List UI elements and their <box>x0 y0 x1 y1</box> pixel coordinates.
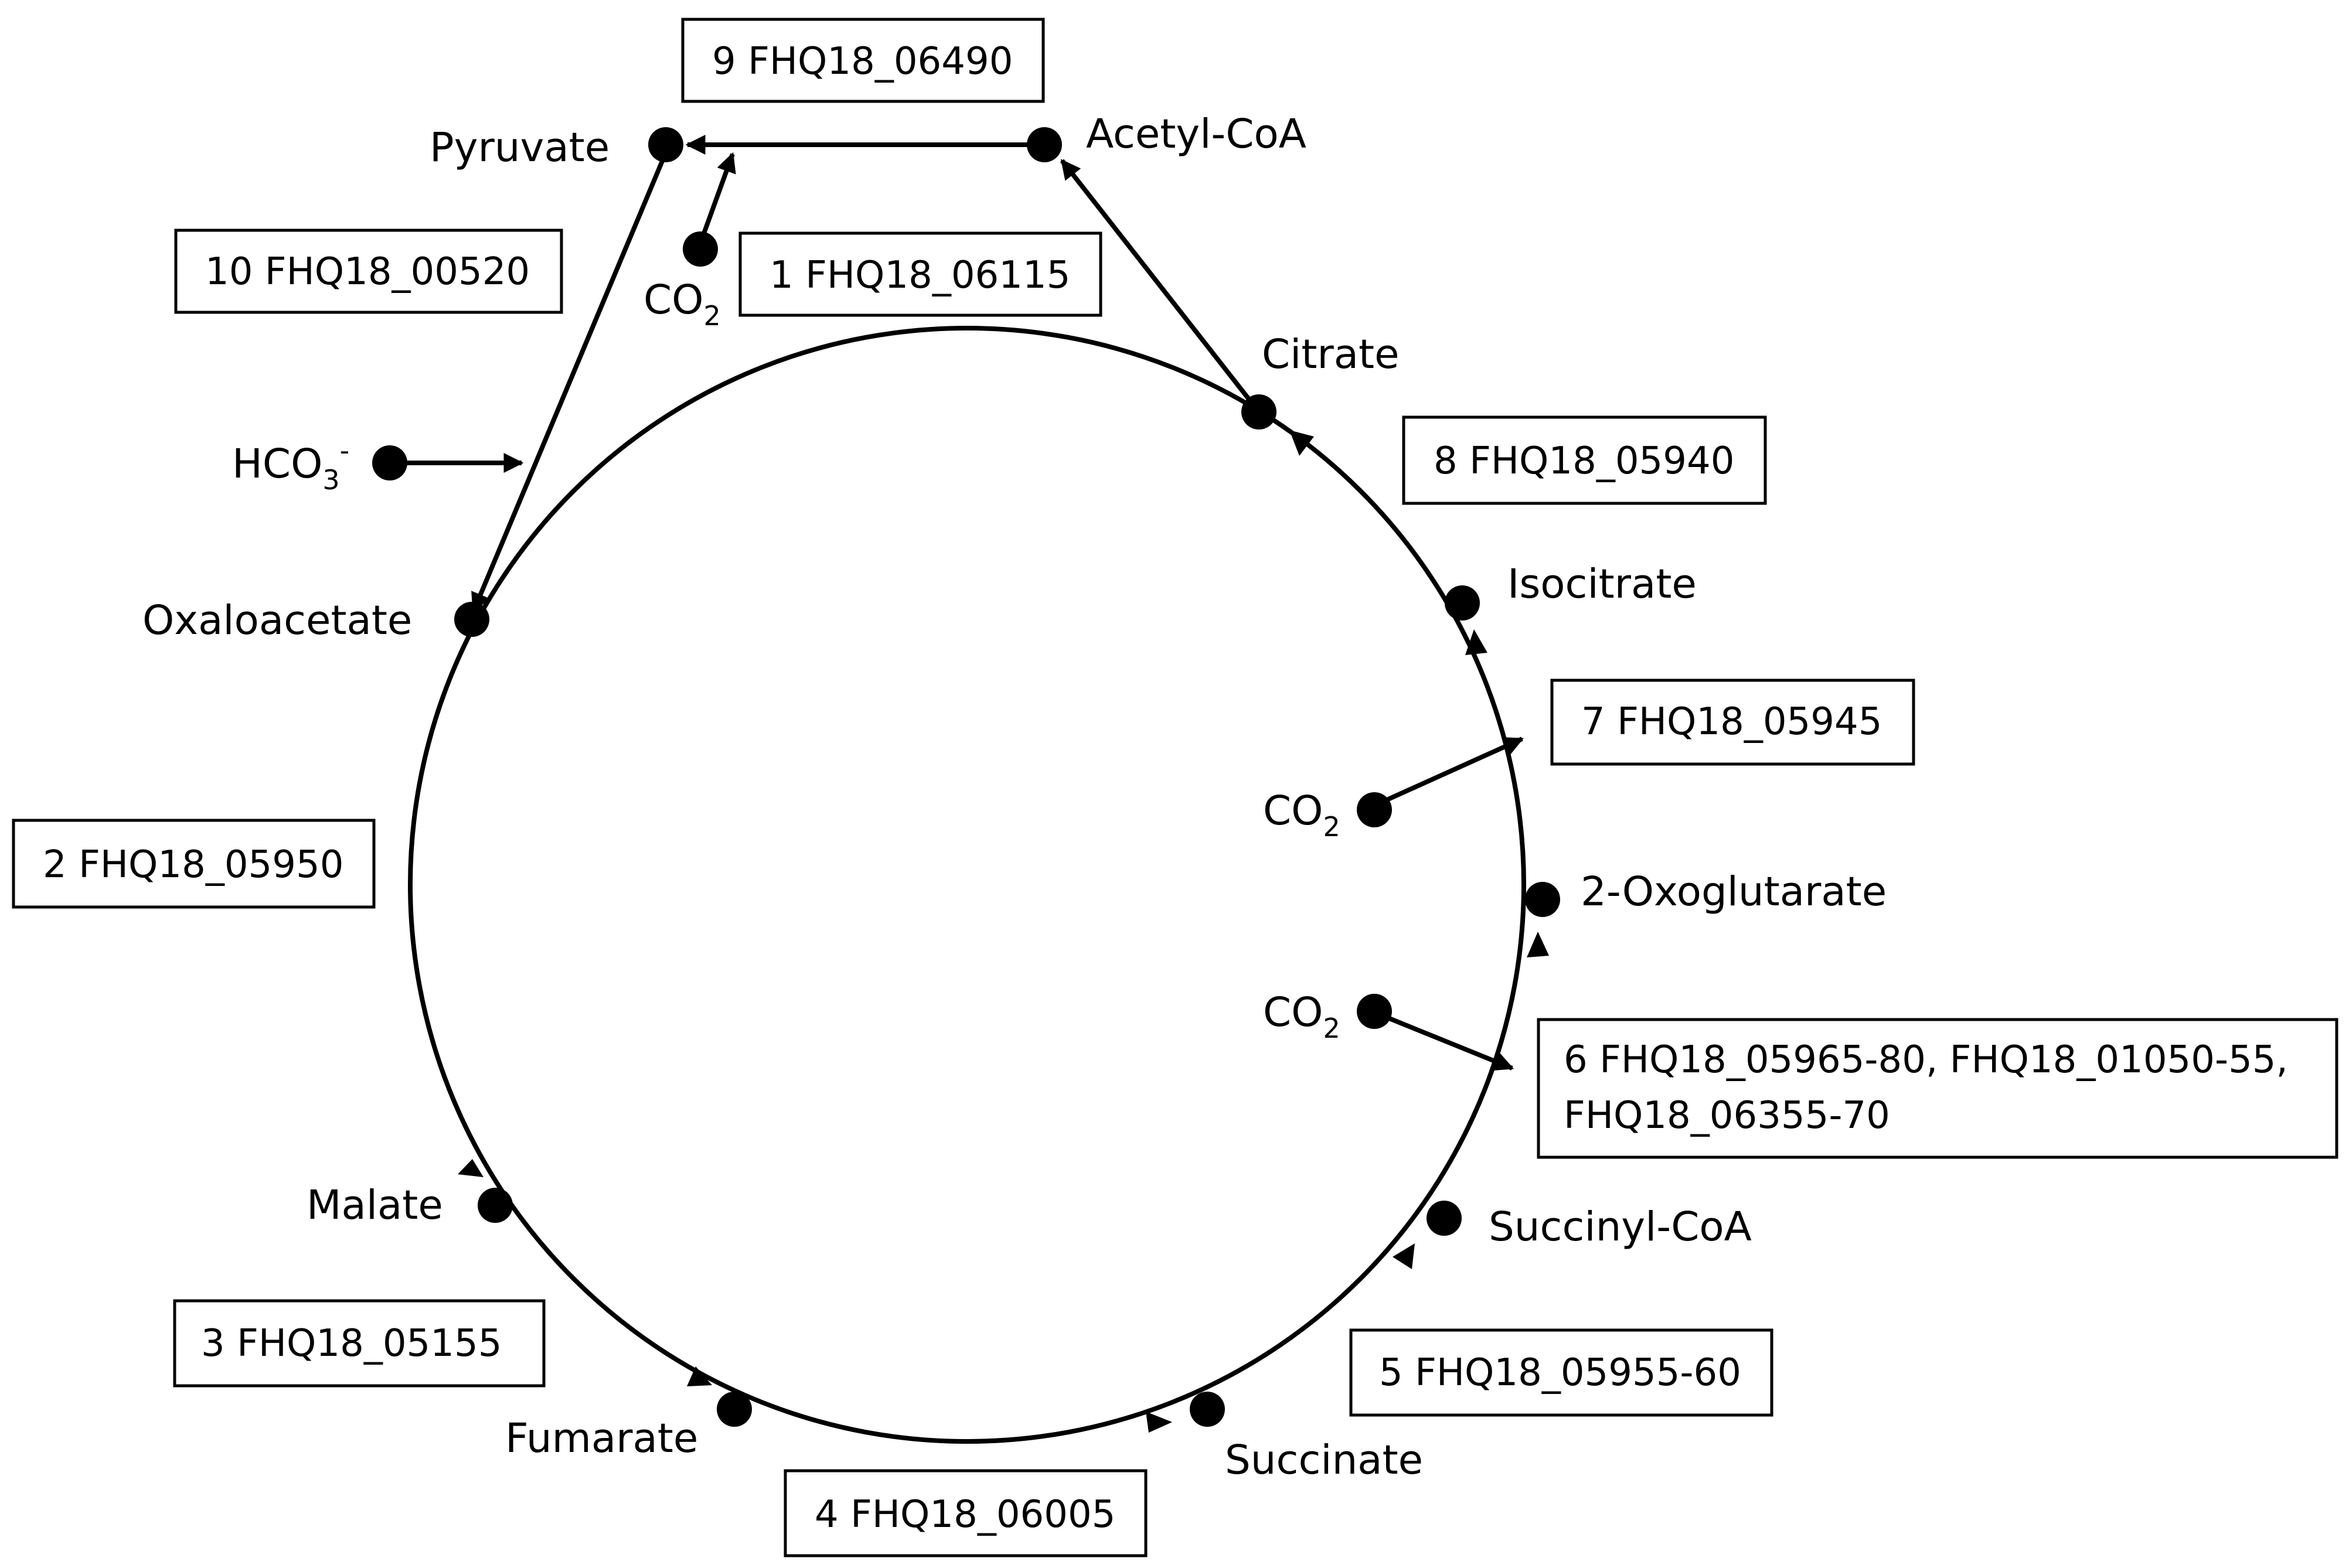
enzyme-box-9 <box>681 18 1045 103</box>
node-oxaloacetate <box>454 602 489 637</box>
enzyme-box-5 <box>1349 1328 1773 1417</box>
hco3-superscript: - <box>340 435 350 466</box>
label-co2-top: CO2 <box>644 277 721 332</box>
co2-step7-main: CO <box>1263 788 1323 834</box>
arrowhead-to-isocitrate <box>1465 629 1487 655</box>
enzyme-box-1 <box>738 231 1102 317</box>
label-succinyl-coa: Succinyl-CoA <box>1489 1204 1752 1250</box>
co2-top-main: CO <box>644 277 704 323</box>
label-isocitrate: Isocitrate <box>1507 561 1697 608</box>
label-co2-step7: CO2 <box>1263 788 1340 843</box>
node-acetyl-coa <box>1027 127 1062 162</box>
label-pyruvate: Pyruvate <box>430 124 610 171</box>
node-fumarate <box>717 1392 752 1427</box>
enzyme-label-9: 9 FHQ18_06490 <box>712 40 1013 83</box>
arrowhead-to-fumarate <box>687 1366 712 1386</box>
node-isocitrate <box>1445 585 1480 621</box>
enzyme-label-3: 3 FHQ18_05155 <box>201 1322 502 1365</box>
label-oxoglutarate: 2-Oxoglutarate <box>1581 868 1887 915</box>
enzyme-label-2: 2 FHQ18_05950 <box>43 843 343 887</box>
label-co2-step6: CO2 <box>1263 989 1340 1044</box>
enzyme-box-6 <box>1537 1018 2338 1159</box>
enzyme-box-3 <box>173 1299 546 1388</box>
enzyme-label-10: 10 FHQ18_00520 <box>205 250 530 294</box>
arrowhead-to-succinyl-coa <box>1393 1243 1415 1269</box>
node-co2-step6 <box>1357 994 1392 1029</box>
label-fumarate: Fumarate <box>505 1415 698 1462</box>
enzyme-box-10 <box>174 229 563 314</box>
enzyme-box-7 <box>1550 679 1915 766</box>
cycle-ring <box>408 326 1526 1444</box>
arrow-pyruvate-to-oxaloacetate <box>471 157 666 613</box>
arrow-citrate-to-acetylcoa <box>1060 159 1261 414</box>
node-succinate <box>1190 1392 1225 1427</box>
co2-step6-subscript: 2 <box>1323 1013 1340 1044</box>
enzyme-box-8 <box>1402 415 1767 505</box>
label-acetyl-coa: Acetyl-CoA <box>1086 111 1306 158</box>
enzyme-box-2 <box>12 819 376 909</box>
node-co2-step7 <box>1357 792 1392 827</box>
label-oxaloacetate: Oxaloacetate <box>142 597 412 644</box>
arrow-co2-to-step7 <box>1383 737 1524 803</box>
arrow-co2-to-step6 <box>1384 1014 1514 1071</box>
label-citrate: Citrate <box>1262 331 1400 378</box>
co2-step7-subscript: 2 <box>1323 811 1340 843</box>
label-malate: Malate <box>307 1182 443 1229</box>
co2-step6-main: CO <box>1263 989 1323 1036</box>
arrowhead-to-malate <box>458 1159 484 1177</box>
cycle-arrowheads <box>458 430 1549 1433</box>
enzyme-label-1: 1 FHQ18_06115 <box>770 254 1070 297</box>
enzyme-label-5: 5 FHQ18_05955-60 <box>1379 1351 1741 1395</box>
enzyme-label-4: 4 FHQ18_06005 <box>815 1493 1115 1536</box>
arrow-co2-to-pyruvate-step <box>698 152 736 244</box>
node-pyruvate <box>648 127 683 162</box>
arrowhead-to-succinate <box>1146 1412 1172 1433</box>
node-oxoglutarate <box>1525 882 1560 917</box>
node-succinyl-coa <box>1427 1201 1462 1236</box>
enzyme-label-6-line1: 6 FHQ18_05965-80, FHQ18_01050-55, <box>1564 1038 2288 1082</box>
arrowhead-to-citrate <box>1289 430 1314 456</box>
enzyme-label-7: 7 FHQ18_05945 <box>1581 700 1882 744</box>
metabolite-nodes <box>372 127 1560 1427</box>
node-citrate <box>1241 394 1276 430</box>
node-co2-top <box>683 231 718 267</box>
node-malate <box>478 1188 513 1223</box>
enzyme-box-4 <box>784 1469 1148 1557</box>
co2-top-subscript: 2 <box>704 300 721 332</box>
enzyme-label-8: 8 FHQ18_05940 <box>1434 439 1734 483</box>
label-succinate: Succinate <box>1225 1437 1423 1484</box>
enzyme-label-6-line2: FHQ18_06355-70 <box>1564 1094 1890 1137</box>
hco3-subscript: 3 <box>322 464 339 496</box>
hco3-main: HCO <box>232 441 322 488</box>
arrowhead-to-oxoglutarate <box>1527 932 1549 957</box>
label-hco3: HCO3- <box>232 435 349 496</box>
node-hco3 <box>372 445 407 480</box>
